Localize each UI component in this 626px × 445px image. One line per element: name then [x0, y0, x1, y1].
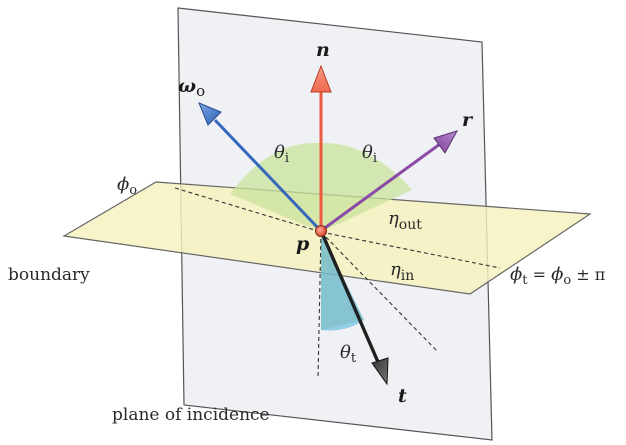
outgoing-label: ωo — [178, 75, 205, 100]
theta-i-right-label: θi — [362, 142, 377, 166]
point-p-marker — [315, 225, 327, 237]
normal-below-dashed-line — [317, 231, 322, 379]
phi-o-dashed-line — [174, 187, 322, 233]
theta-t-label: θt — [340, 342, 357, 366]
transmitted-label: t — [398, 385, 407, 407]
svg-text:ηin: ηin — [390, 259, 414, 284]
plane-of-incidence-label: plane of incidence — [112, 405, 270, 425]
eta-in-label: ηin — [390, 259, 414, 284]
svg-text:θi: θi — [274, 142, 289, 166]
svg-text:θi: θi — [362, 142, 377, 166]
svg-text:ϕo: ϕo — [117, 174, 137, 198]
outgoing-vector — [198, 102, 322, 232]
boundary-label: boundary — [8, 265, 90, 285]
theta-i-left-label: θi — [274, 142, 289, 166]
point-p-label: p — [296, 233, 310, 255]
phi-o-label: ϕo — [117, 174, 137, 198]
svg-text:ϕt = ϕo ± π: ϕt = ϕo ± π — [510, 264, 605, 288]
phi-t-dashed-line — [320, 231, 501, 269]
eta-out-label: ηout — [388, 208, 422, 233]
phi-t-label: ϕt = ϕo ± π — [510, 264, 605, 288]
svg-text:θt: θt — [340, 342, 357, 366]
svg-text:ωo: ωo — [178, 75, 205, 100]
svg-text:ηout: ηout — [388, 208, 422, 233]
reflected-label: r — [462, 109, 474, 131]
reflected-vector — [321, 130, 459, 232]
normal-label: n — [316, 39, 330, 61]
normal-vector — [310, 64, 332, 230]
transmitted-vector — [320, 232, 389, 386]
